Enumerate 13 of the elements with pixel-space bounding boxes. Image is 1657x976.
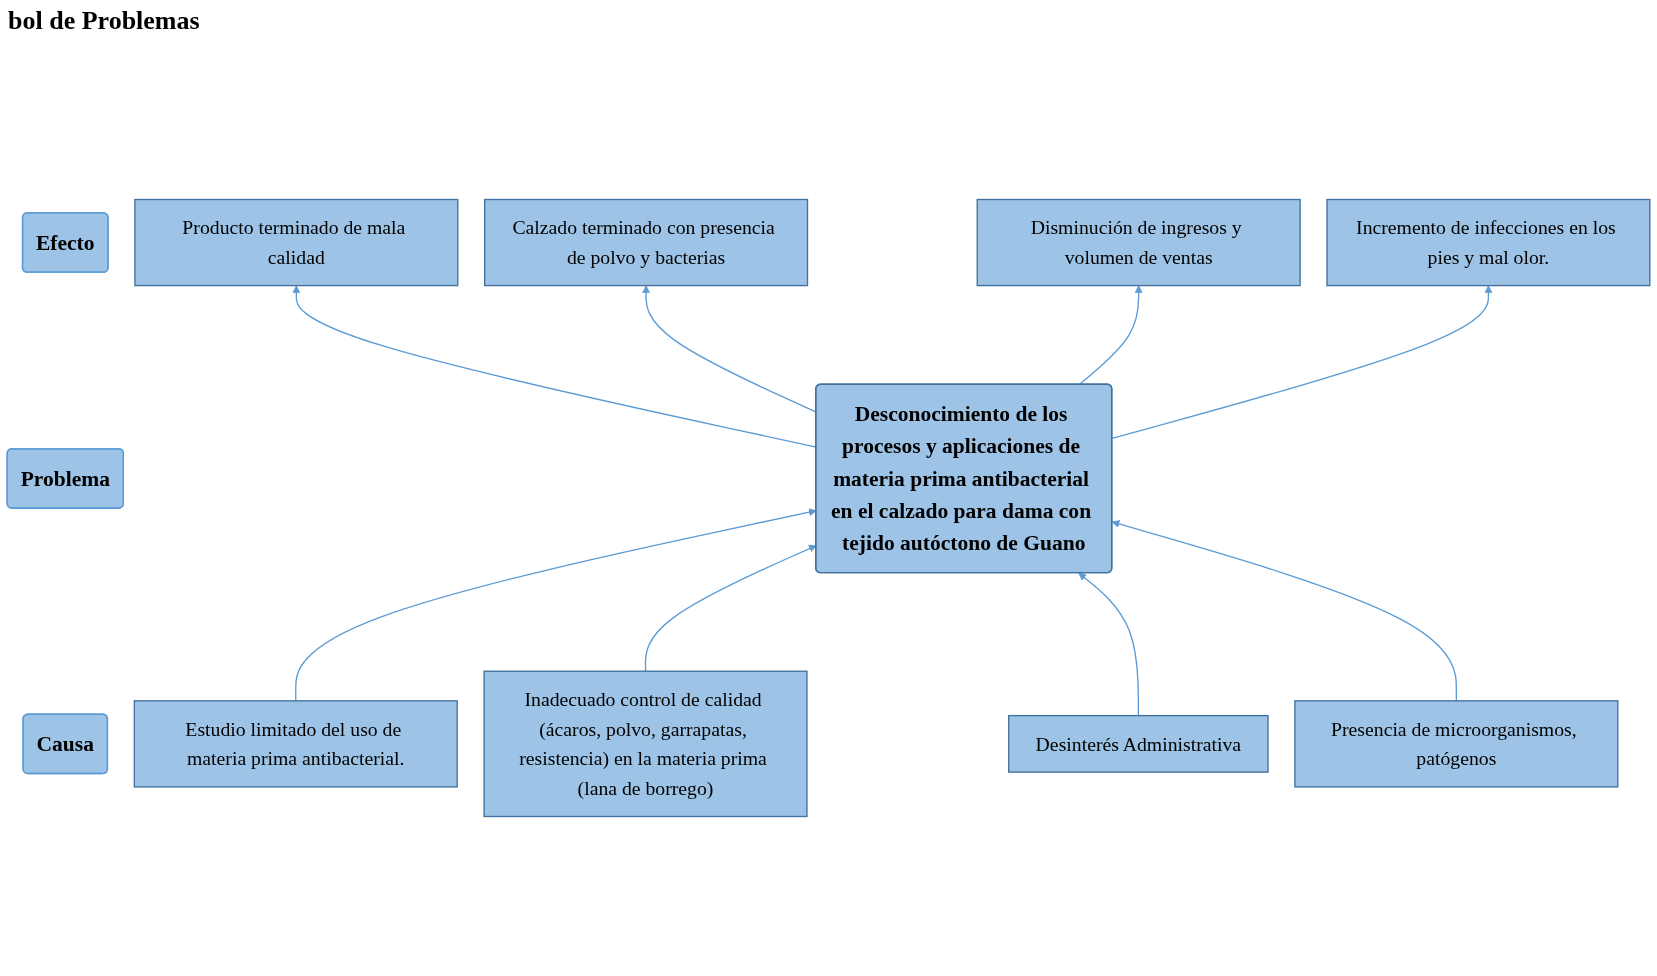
- node-box: Disminución de ingresos y volumen de ventas: [976, 198, 1301, 287]
- node-box: Desinterés Administrativa: [1008, 714, 1269, 773]
- node-box: Calzado terminado con presencia de polvo y bacterias: [483, 198, 809, 287]
- node-box: Inadecuado control de calidad (ácaros, polvo, garrapatas, resistencia) en la materia prima (lana de borrego): [483, 670, 808, 818]
- node-box: Presencia de microorganismos, patógenos: [1294, 700, 1619, 788]
- node-box: Estudio limitado del uso de materia prima antibacterial.: [133, 700, 458, 788]
- arrow: [1078, 572, 1140, 717]
- arrow: [1111, 285, 1493, 440]
- arrow: [1111, 520, 1457, 702]
- node-box: Incremento de infecciones en los pies y mal olor.: [1326, 198, 1651, 287]
- node-box: Producto terminado de mala calidad: [134, 198, 459, 287]
- diagram-title: bol de Problemas: [8, 6, 200, 36]
- arrow: [1078, 285, 1143, 386]
